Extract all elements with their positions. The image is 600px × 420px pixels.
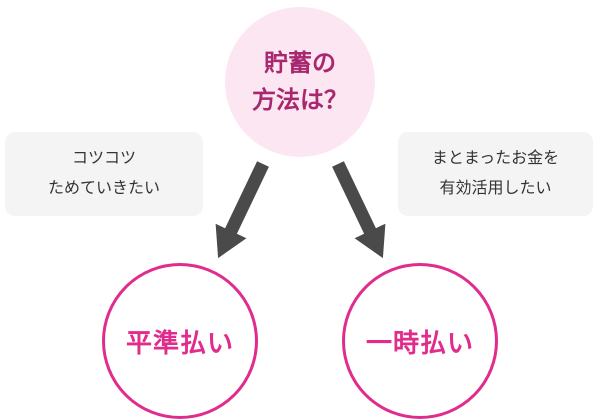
root-question-text: 貯蓄の 方法は？ — [252, 49, 348, 114]
branch-condition-text-right: まとまったお金を 有効活用したい — [431, 150, 560, 197]
arrow-down-left-icon — [215, 161, 269, 259]
option-label-level-payment: 平準払い — [125, 327, 234, 358]
branch-condition-box-left: コツコツ ためていきたい — [5, 132, 203, 216]
option-label-lump-sum-payment: 一時払い — [365, 327, 474, 358]
branch-condition-box-right: まとまったお金を 有効活用したい — [398, 132, 593, 216]
branch-condition-text-left: コツコツ ためていきたい — [47, 150, 160, 197]
arrow-down-right-icon — [332, 161, 386, 259]
option-circle-lump-sum-payment: 一時払い — [342, 263, 498, 419]
root-question-circle: 貯蓄の 方法は？ — [225, 7, 375, 157]
option-circle-level-payment: 平準払い — [102, 263, 258, 419]
